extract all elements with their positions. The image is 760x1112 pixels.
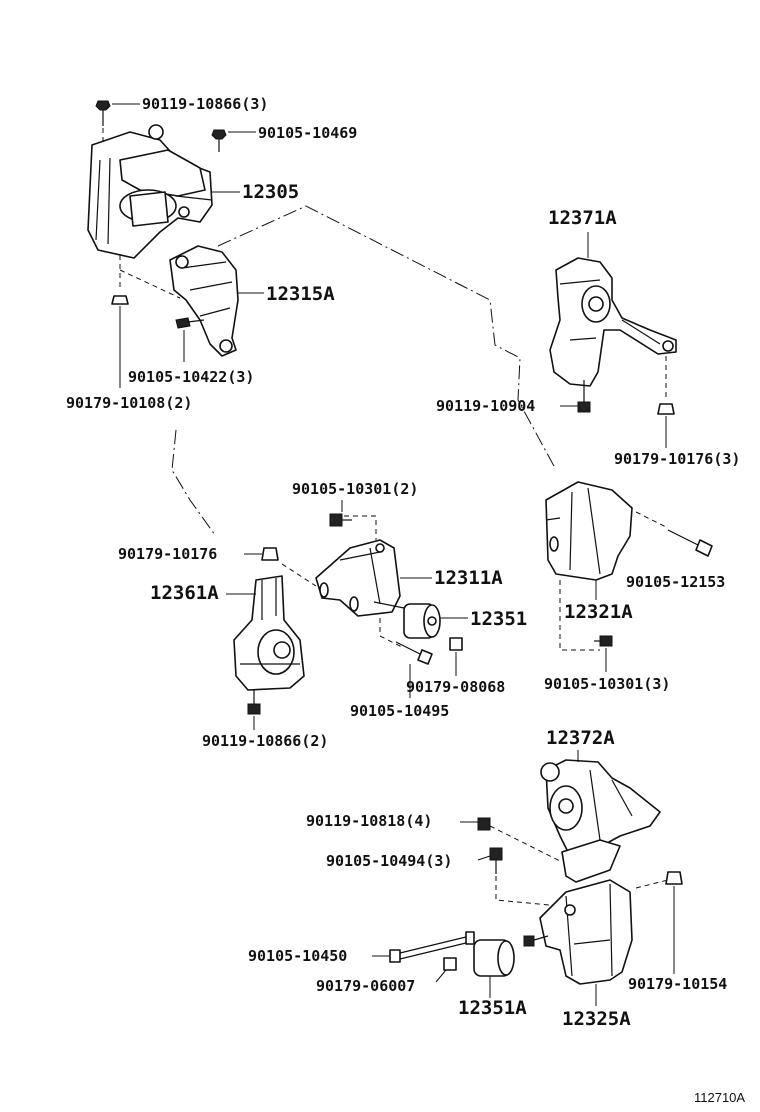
part-12305-mount xyxy=(87,124,213,259)
label-90105-10469: 90105-10469 xyxy=(258,124,357,142)
bolt-90105-10450 xyxy=(389,931,475,963)
leader xyxy=(477,855,491,861)
bolt-90119-10818 xyxy=(477,817,491,831)
nut-90179-10176 xyxy=(261,547,279,561)
label-90179-06007: 90179-06007 xyxy=(316,977,415,995)
figure-reference: 112710A xyxy=(694,1090,745,1105)
label-12321A: 12321A xyxy=(564,601,633,623)
part-12325A-bracket xyxy=(539,879,633,985)
nut-90179-10154 xyxy=(665,871,683,885)
bolt-90105-10494 xyxy=(489,847,503,874)
label-90179-10154: 90179-10154 xyxy=(628,975,727,993)
part-12372A-base xyxy=(561,839,621,883)
dash xyxy=(119,255,181,299)
bolt-90105-10495 xyxy=(395,641,433,665)
bolt-90105-10301-2 xyxy=(329,513,352,527)
label-90105-10422-3: 90105-10422(3) xyxy=(128,368,254,386)
nut-90179-10176-3 xyxy=(657,403,675,415)
label-90119-10866-3: 90119-10866(3) xyxy=(142,95,268,113)
label-12372A: 12372A xyxy=(546,727,615,749)
label-90179-08068: 90179-08068 xyxy=(406,678,505,696)
label-12351A: 12351A xyxy=(458,997,527,1019)
bolt-90105-12153 xyxy=(667,529,713,557)
label-90105-10495: 90105-10495 xyxy=(350,702,449,720)
dash xyxy=(379,618,405,649)
engine-outline-line xyxy=(217,205,556,469)
nut-90179-10108 xyxy=(111,295,129,305)
label-12311A: 12311A xyxy=(434,567,503,589)
label-90119-10818-4: 90119-10818(4) xyxy=(306,812,432,830)
engine-outline-line-left xyxy=(171,429,216,536)
dash xyxy=(281,563,317,587)
label-90105-12153: 90105-12153 xyxy=(626,573,725,591)
bolt-90105-10469 xyxy=(211,129,227,152)
label-90179-10176: 90179-10176 xyxy=(118,545,217,563)
label-12361A: 12361A xyxy=(150,582,219,604)
label-90119-10904: 90119-10904 xyxy=(436,397,535,415)
part-12351-bushing xyxy=(373,601,441,639)
part-12372A-mount xyxy=(540,759,661,857)
leader xyxy=(435,969,447,983)
bolt-90105-10422 xyxy=(175,317,205,329)
dash xyxy=(489,825,563,863)
part-12311A-bracket xyxy=(315,539,401,617)
label-90105-10301-2: 90105-10301(2) xyxy=(292,480,418,498)
part-12361A-mount xyxy=(233,575,305,691)
label-90105-10301-3: 90105-10301(3) xyxy=(544,675,670,693)
label-12351: 12351 xyxy=(470,608,527,630)
label-90119-10866-2: 90119-10866(2) xyxy=(202,732,328,750)
dash xyxy=(635,879,669,889)
dash xyxy=(495,876,561,907)
part-12321A-bracket xyxy=(545,481,633,581)
label-12325A: 12325A xyxy=(562,1008,631,1030)
dash xyxy=(635,511,669,529)
label-12305: 12305 xyxy=(242,181,299,203)
bolt-stud xyxy=(523,935,549,947)
bolt-90119-10866-bottom xyxy=(247,690,261,715)
label-90105-10450: 90105-10450 xyxy=(248,947,347,965)
part-12351A-bushing xyxy=(473,939,515,977)
part-12315A-bracket xyxy=(169,245,239,357)
label-12371A: 12371A xyxy=(548,207,617,229)
bolt-90105-10301-3 xyxy=(594,635,613,647)
bolt-90119-10866-top xyxy=(95,100,111,126)
nut-90179-08068 xyxy=(449,637,463,651)
bolt-90119-10904 xyxy=(577,380,591,413)
dash xyxy=(344,515,377,540)
part-12371A-mount xyxy=(549,257,677,387)
label-90179-10108-2: 90179-10108(2) xyxy=(66,394,192,412)
label-90105-10494-3: 90105-10494(3) xyxy=(326,852,452,870)
label-12315A: 12315A xyxy=(266,283,335,305)
label-90179-10176-3: 90179-10176(3) xyxy=(614,450,740,468)
nut-90179-06007 xyxy=(443,957,457,971)
